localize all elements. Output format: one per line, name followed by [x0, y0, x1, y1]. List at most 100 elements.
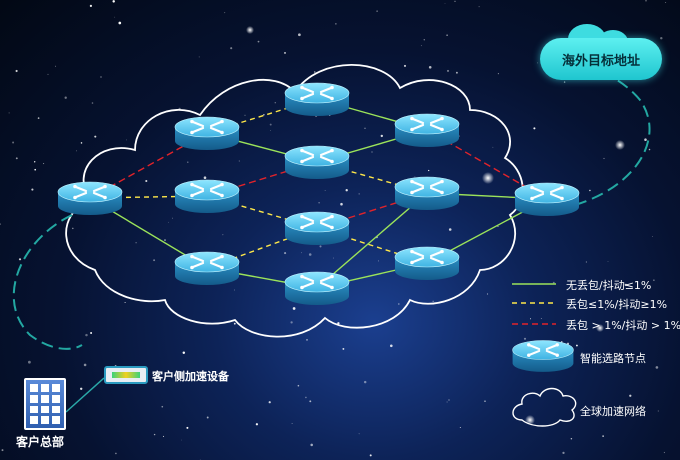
- router-node-R: [514, 182, 580, 216]
- star: [376, 10, 378, 12]
- link-A2-B2: [206, 161, 318, 197]
- star: [161, 405, 164, 408]
- star: [657, 410, 659, 412]
- star: [80, 387, 83, 390]
- bright-star: [482, 172, 494, 184]
- star: [448, 228, 452, 231]
- star: [454, 0, 456, 2]
- star: [537, 62, 539, 64]
- star: [153, 259, 156, 262]
- star: [114, 16, 116, 18]
- star: [335, 23, 337, 25]
- star: [644, 138, 647, 141]
- star: [83, 363, 87, 367]
- star: [589, 189, 591, 192]
- star: [607, 261, 609, 262]
- star: [206, 416, 209, 419]
- legend-node-label: 智能选路节点: [580, 352, 646, 365]
- star: [145, 179, 148, 183]
- star: [414, 176, 416, 178]
- star: [198, 56, 200, 58]
- star: [292, 307, 296, 310]
- star: [446, 401, 448, 403]
- star: [358, 193, 360, 195]
- bright-star: [246, 26, 254, 34]
- star: [89, 4, 93, 8]
- star: [345, 189, 348, 192]
- star: [308, 253, 312, 256]
- router-node-B2: [284, 145, 350, 179]
- hq-to-device-link: [65, 377, 105, 413]
- star: [624, 283, 627, 287]
- router-node-C3: [394, 246, 460, 280]
- star: [297, 384, 300, 387]
- star: [284, 252, 287, 255]
- star: [369, 454, 372, 457]
- star: [47, 73, 49, 75]
- star: [563, 81, 566, 83]
- star: [570, 438, 573, 440]
- device-label: 客户侧加速设备: [152, 370, 229, 383]
- star-field: [0, 0, 663, 457]
- star: [497, 73, 499, 75]
- star: [432, 300, 434, 302]
- star: [234, 289, 236, 291]
- legend-router-icon: [512, 340, 574, 372]
- teal-path-right: [574, 75, 651, 206]
- star: [492, 146, 494, 148]
- star: [187, 161, 189, 163]
- star: [230, 47, 233, 50]
- star: [428, 169, 430, 172]
- star: [342, 347, 345, 350]
- link-B4-C2: [316, 192, 428, 289]
- router-node-L: [57, 181, 123, 215]
- node-layer: [57, 82, 580, 305]
- accelerator-device-icon: [104, 366, 148, 384]
- router-node-A2: [174, 179, 240, 213]
- star: [403, 64, 407, 67]
- star: [603, 157, 605, 160]
- star: [85, 333, 88, 337]
- star: [34, 161, 36, 163]
- star: [655, 366, 659, 369]
- star: [660, 36, 663, 40]
- overseas-target-label: 海外目标地址: [561, 53, 640, 69]
- star: [290, 321, 293, 324]
- star: [455, 71, 458, 74]
- star: [244, 114, 246, 116]
- star: [629, 394, 632, 397]
- star: [652, 236, 653, 237]
- star: [585, 261, 588, 263]
- star: [37, 117, 40, 119]
- star: [153, 433, 156, 436]
- star: [269, 123, 272, 126]
- star: [0, 223, 1, 225]
- star: [380, 134, 383, 138]
- star: [126, 139, 128, 141]
- star: [486, 293, 489, 295]
- star: [76, 150, 78, 152]
- star: [135, 242, 137, 244]
- overseas-target-badge: 海外目标地址: [540, 24, 662, 80]
- star: [377, 260, 379, 262]
- router-node-C1: [394, 113, 460, 147]
- star: [529, 318, 532, 320]
- star: [172, 217, 173, 219]
- router-node-B4: [284, 271, 350, 305]
- star: [182, 351, 186, 354]
- router-node-B1: [284, 82, 350, 116]
- star: [324, 190, 326, 192]
- star: [31, 188, 34, 191]
- star: [224, 12, 226, 14]
- star: [18, 258, 22, 261]
- legend-router-shape: [512, 340, 574, 372]
- star: [162, 435, 165, 437]
- legend-green-label: 无丢包/抖动≤1%: [566, 279, 652, 292]
- star: [238, 160, 240, 162]
- star: [263, 114, 265, 116]
- star: [371, 151, 373, 153]
- star: [540, 318, 542, 319]
- star: [337, 322, 340, 325]
- star: [100, 76, 102, 78]
